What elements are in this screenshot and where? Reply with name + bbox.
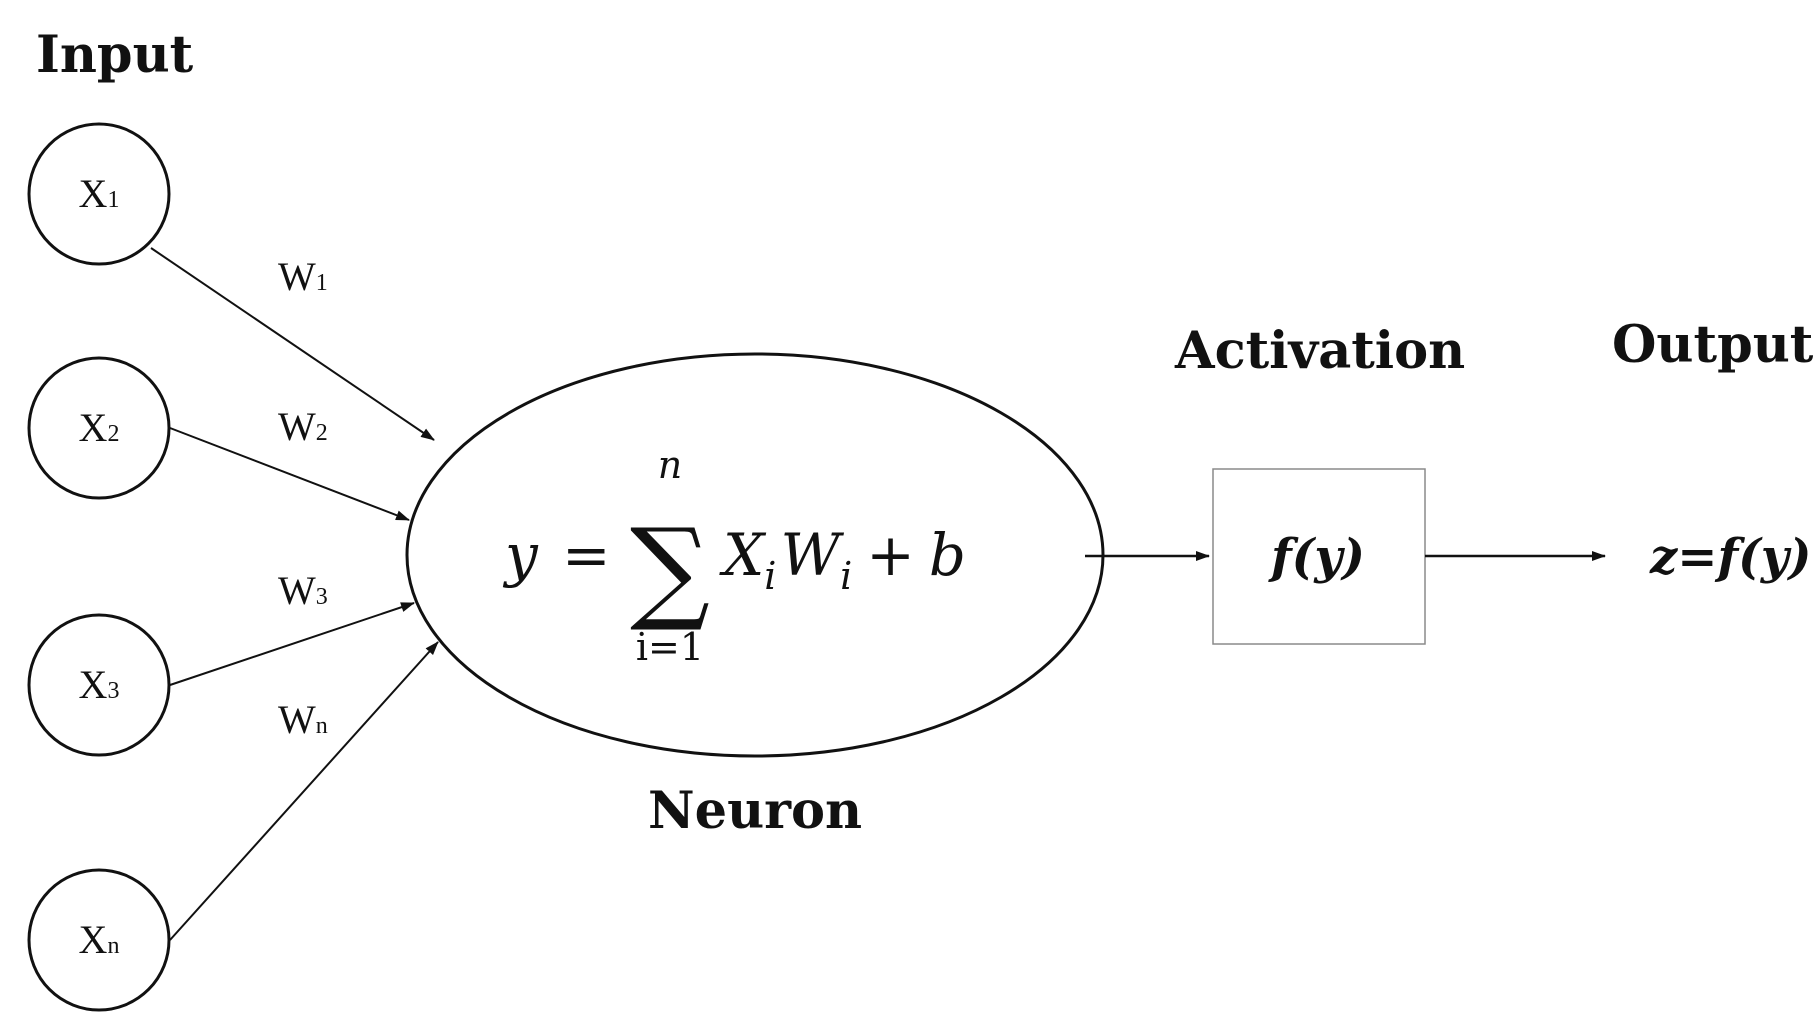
formula-lower-limit: i=1 bbox=[636, 625, 704, 669]
weight-label-n: Wn bbox=[278, 697, 328, 742]
input-node-2-base: X bbox=[79, 405, 108, 450]
input-node-2-subscript: 2 bbox=[107, 421, 119, 447]
input-node-n-base: X bbox=[79, 917, 108, 962]
input-node-1-subscript: 1 bbox=[107, 187, 119, 213]
formula-upper-limit: n bbox=[658, 443, 682, 487]
svg-text:X3: X3 bbox=[79, 662, 120, 707]
input-node-3-subscript: 3 bbox=[107, 678, 119, 704]
connection-x2 bbox=[169, 427, 410, 521]
input-node-1-base: X bbox=[79, 171, 108, 216]
input-heading: Input bbox=[36, 25, 194, 85]
connection-x1 bbox=[150, 247, 435, 441]
weight-label-3: W3 bbox=[278, 568, 328, 613]
svg-text:X2: X2 bbox=[79, 405, 120, 450]
input-node-n-subscript: n bbox=[107, 933, 119, 959]
activation-box bbox=[1212, 468, 1426, 645]
weight-label-1: W1 bbox=[278, 254, 328, 299]
output-heading: Output bbox=[1612, 315, 1814, 375]
input-node-n: Xn bbox=[27, 868, 171, 1012]
formula-term: XiWi+b bbox=[719, 521, 966, 598]
input-node-3: X3 bbox=[27, 613, 171, 757]
output-expression: z=f(y) bbox=[1649, 529, 1811, 585]
input-node-3-base: X bbox=[79, 662, 108, 707]
formula-sigma: ∑ bbox=[630, 505, 710, 635]
svg-text:X1: X1 bbox=[79, 171, 120, 216]
input-node-2: X2 bbox=[27, 356, 171, 500]
neuron-heading: Neuron bbox=[648, 781, 862, 841]
connection-xn bbox=[169, 641, 439, 941]
input-node-1: X1 bbox=[27, 122, 171, 266]
svg-text:Xn: Xn bbox=[79, 917, 120, 962]
formula-equals: = bbox=[562, 521, 611, 589]
connection-x3 bbox=[169, 602, 415, 686]
formula-lhs: y bbox=[502, 521, 539, 589]
weight-label-2: W2 bbox=[278, 404, 328, 449]
activation-function: f(y) bbox=[1268, 529, 1365, 585]
neuron-formula: y = n ∑ i=1 XiWi+b bbox=[502, 443, 966, 669]
activation-heading: Activation bbox=[1174, 321, 1465, 381]
